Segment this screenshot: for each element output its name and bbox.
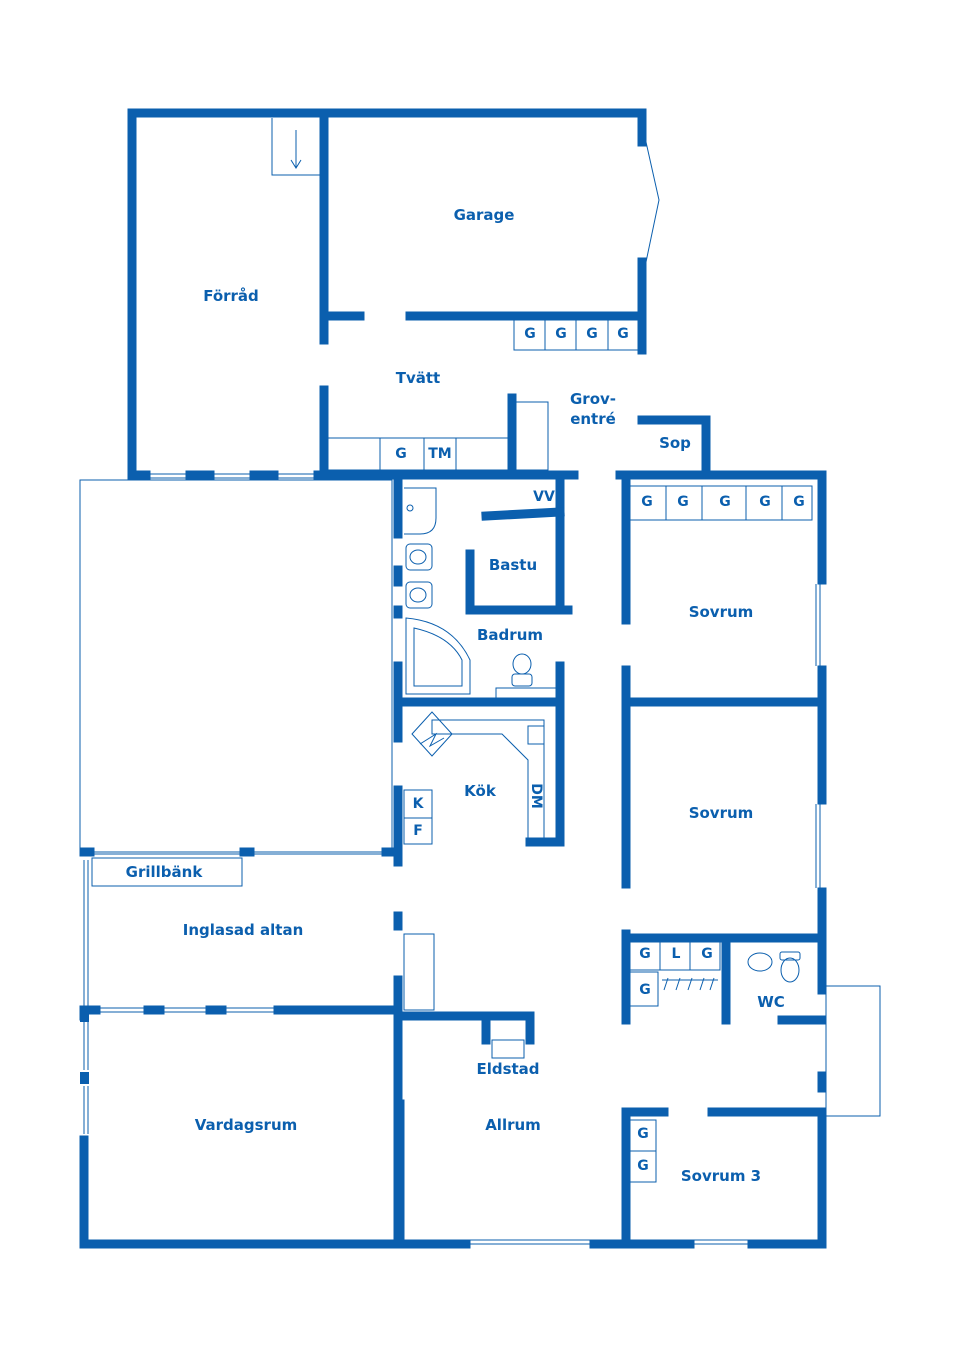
room-label-garage: Garage — [453, 206, 515, 224]
sink-icon — [747, 952, 773, 972]
garderob-tag: G — [759, 494, 771, 510]
room-label-tvatt: Tvätt — [395, 369, 441, 387]
open-terrace — [79, 479, 393, 853]
room-label-sop: Sop — [659, 434, 691, 452]
entrance-deck — [825, 985, 881, 1117]
varmvatten-tag: VV — [533, 489, 555, 505]
tvatt-counter — [327, 437, 509, 471]
frys-tag: F — [413, 823, 423, 839]
torkskap-tag: TM — [428, 446, 452, 462]
room-label-vardagsrum: Vardagsrum — [194, 1116, 298, 1134]
room-label-allrum: Allrum — [485, 1116, 541, 1134]
garderob-tag: G — [586, 326, 598, 342]
sink-icon — [405, 581, 433, 609]
stair-icon — [271, 118, 322, 176]
garderob-tag: G — [637, 1158, 649, 1174]
bathtub-icon — [405, 617, 471, 695]
garderob-tag: G — [617, 326, 629, 342]
room-label-sovrum-2: Sovrum — [688, 804, 754, 822]
eldstad-hearth — [491, 1039, 525, 1059]
room-label-grillbank: Grillbänk — [125, 863, 203, 881]
room-label-sovrum-3: Sovrum 3 — [680, 1167, 762, 1185]
shower-icon — [404, 487, 437, 535]
garderob-tag: G — [637, 1126, 649, 1142]
room-label-bastu: Bastu — [488, 556, 538, 574]
garderob-tag: G — [677, 494, 689, 510]
room-label-forrad: Förråd — [203, 287, 259, 305]
room-label-kok: Kök — [464, 782, 496, 800]
diskmaskin-tag: DM — [528, 783, 544, 809]
garderob-tag: G — [395, 446, 407, 462]
room-label-grov-line2: entré — [570, 410, 616, 428]
grillbank-counter — [91, 857, 243, 887]
left-wall-segments — [80, 1012, 89, 1084]
room-label-sovrum-1: Sovrum — [688, 603, 754, 621]
kyl-tag: K — [412, 796, 424, 812]
garderob-tag: G — [719, 494, 731, 510]
garderob-tag: G — [701, 946, 713, 962]
garderob-tag: G — [639, 946, 651, 962]
room-label-eldstad: Eldstad — [476, 1060, 540, 1078]
room-label-badrum: Badrum — [477, 626, 543, 644]
sink-icon — [405, 543, 433, 571]
garderob-tag: G — [641, 494, 653, 510]
garderob-tag: G — [555, 326, 567, 342]
garderob-tag: G — [639, 982, 651, 998]
garderob-tag: G — [524, 326, 536, 342]
room-label-grov-line1: Grov- — [569, 390, 617, 408]
toilet-icon — [512, 653, 532, 675]
room-label-wc: WC — [757, 993, 785, 1011]
garderob-tag: G — [793, 494, 805, 510]
garage-door-icon — [645, 141, 660, 263]
walls — [79, 108, 827, 1249]
room-label-inglasad-altan: Inglasad altan — [182, 921, 304, 939]
linne-tag: L — [671, 946, 681, 962]
toilet-icon — [780, 957, 800, 983]
thin-lines — [79, 118, 881, 1245]
